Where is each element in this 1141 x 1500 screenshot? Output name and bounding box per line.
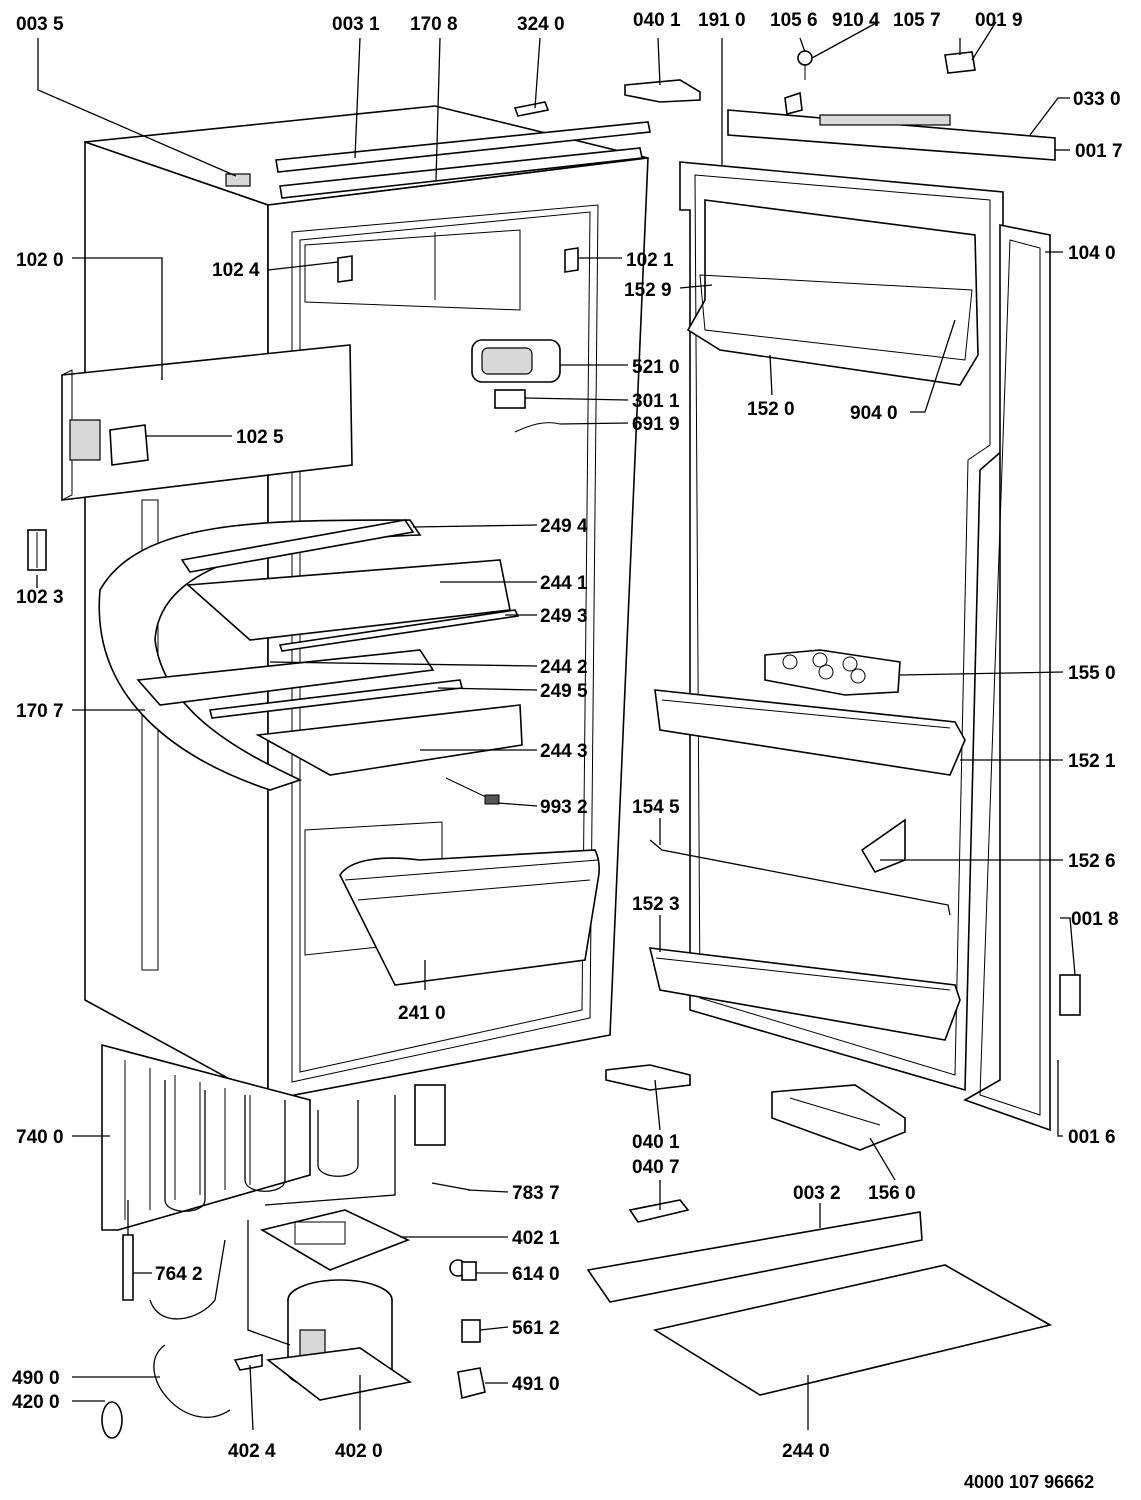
label-561-2: 561 2 [512, 1318, 560, 1339]
label-102-5: 102 5 [236, 427, 284, 448]
label-249-3: 249 3 [540, 606, 588, 627]
label-102-4: 102 4 [212, 260, 260, 281]
clip-102-1 [564, 247, 579, 273]
label-910-4: 910 4 [832, 10, 880, 31]
label-104-0: 104 0 [1068, 243, 1116, 264]
label-003-5: 003 5 [16, 14, 64, 35]
cooling-system [101, 1043, 446, 1439]
upper-hinge-bracket [727, 50, 1056, 161]
label-402-4: 402 4 [228, 1441, 276, 1462]
label-102-1: 102 1 [626, 250, 674, 271]
label-783-7: 783 7 [512, 1183, 560, 1204]
label-152-3: 152 3 [632, 894, 680, 915]
label-152-0: 152 0 [747, 399, 795, 420]
label-102-3: 102 3 [16, 587, 64, 608]
label-155-0: 155 0 [1068, 663, 1116, 684]
part-number-labels: 003 5 003 1 170 8 324 0 040 1 191 0 105 … [12, 10, 1123, 1492]
bracket-040-1-upper [624, 79, 701, 103]
bottom-strip-003-2 [586, 1211, 923, 1303]
thermostat-housing [471, 339, 561, 433]
label-152-9: 152 9 [624, 280, 672, 301]
glass-plate-244-0 [652, 1264, 1053, 1396]
label-191-0: 191 0 [698, 10, 746, 31]
label-490-0: 490 0 [12, 1368, 60, 1389]
label-249-5: 249 5 [540, 681, 588, 702]
shelves [98, 519, 523, 791]
bracket-040-1-lower [605, 1064, 691, 1091]
label-001-8: 001 8 [1071, 909, 1119, 930]
label-154-5: 154 5 [632, 797, 680, 818]
label-040-7: 040 7 [632, 1157, 680, 1178]
part-614-0 [449, 1259, 477, 1281]
label-740-0: 740 0 [16, 1127, 64, 1148]
label-402-0: 402 0 [335, 1441, 383, 1462]
vegetable-drawer [339, 849, 601, 986]
label-105-7: 105 7 [893, 10, 941, 31]
label-521-0: 521 0 [632, 357, 680, 378]
label-156-0: 156 0 [868, 1183, 916, 1204]
label-420-0: 420 0 [12, 1392, 60, 1413]
label-614-0: 614 0 [512, 1264, 560, 1285]
label-301-1: 301 1 [632, 391, 680, 412]
part-561-2 [461, 1319, 481, 1343]
label-249-4: 249 4 [540, 516, 588, 537]
label-003-1: 003 1 [332, 14, 380, 35]
document-reference-number: 4000 107 96662 [964, 1472, 1094, 1492]
label-001-9: 001 9 [975, 10, 1023, 31]
clip-102-4 [337, 255, 353, 283]
clip-402-4 [233, 1354, 263, 1371]
label-040-1-lower: 040 1 [632, 1132, 680, 1153]
label-402-1: 402 1 [512, 1228, 560, 1249]
plate-040-7 [628, 1199, 690, 1223]
label-001-7: 001 7 [1075, 141, 1123, 162]
label-244-1: 244 1 [540, 573, 588, 594]
label-033-0: 033 0 [1073, 89, 1121, 110]
hinge-102-3 [27, 529, 47, 571]
label-244-0: 244 0 [782, 1441, 830, 1462]
label-691-9: 691 9 [632, 414, 680, 435]
label-003-2: 003 2 [793, 1183, 841, 1204]
label-904-0: 904 0 [850, 403, 898, 424]
part-491-0 [457, 1367, 486, 1399]
refrigerator-door [648, 161, 1081, 1132]
label-244-2: 244 2 [540, 657, 588, 678]
label-170-8: 170 8 [410, 14, 458, 35]
label-244-3: 244 3 [540, 741, 588, 762]
label-324-0: 324 0 [517, 14, 565, 35]
ice-cube-tray [771, 1084, 906, 1151]
label-170-7: 170 7 [16, 701, 64, 722]
label-152-1: 152 1 [1068, 751, 1116, 772]
lamp-wire [445, 777, 489, 799]
control-panel-cover [61, 344, 353, 501]
label-105-6: 105 6 [770, 10, 818, 31]
label-491-0: 491 0 [512, 1374, 560, 1395]
pin-783-7 [431, 1182, 471, 1191]
label-152-6: 152 6 [1068, 851, 1116, 872]
label-993-2: 993 2 [540, 797, 588, 818]
leader-lines [36, 21, 1076, 1431]
label-102-0: 102 0 [16, 250, 64, 271]
label-001-6: 001 6 [1068, 1127, 1116, 1148]
label-764-2: 764 2 [155, 1264, 203, 1285]
label-241-0: 241 0 [398, 1003, 446, 1024]
label-040-1-upper: 040 1 [633, 10, 681, 31]
